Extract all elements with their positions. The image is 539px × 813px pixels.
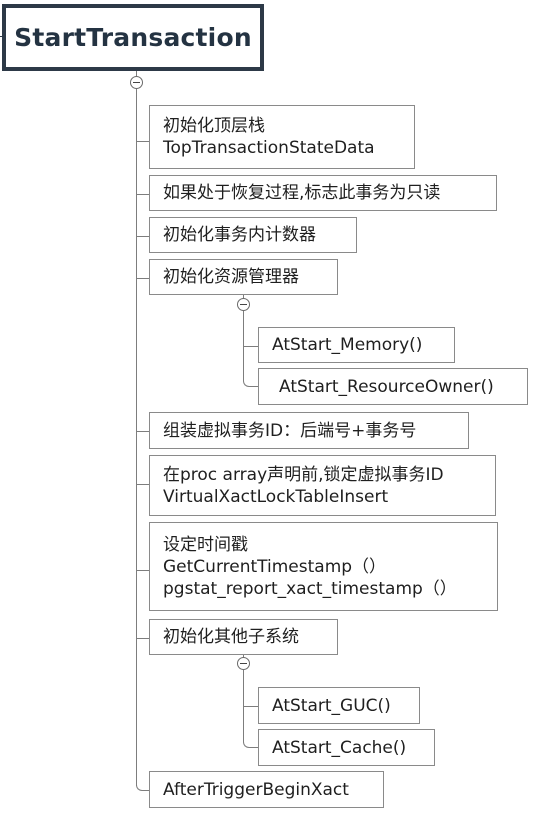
node-text: GetCurrentTimestamp（） [163,556,387,577]
sub-trunk-line [243,670,244,707]
node-text: 设定时间戳 [163,534,248,555]
node-init-resource-manager[interactable]: 初始化资源管理器 [149,259,338,295]
sub-trunk-line [243,295,244,299]
sub-branch-connector-last [243,732,258,748]
branch-connector [136,194,149,195]
root-node-start-transaction[interactable]: StartTransaction [2,4,264,71]
node-virtual-xid[interactable]: 组装虚拟事务ID：后端号+事务号 [149,412,469,449]
sub-trunk-line [243,334,244,373]
sub-branch-connector-last [243,371,258,387]
node-text: 初始化顶层栈 [163,116,265,136]
node-init-counter[interactable]: 初始化事务内计数器 [149,217,357,253]
sub-branch-connector [243,706,258,707]
node-set-timestamp[interactable]: 设定时间戳 GetCurrentTimestamp（） pgstat_repor… [149,522,498,611]
main-trunk-line [136,89,137,786]
node-text: 初始化其他子系统 [163,627,299,647]
node-atstart-cache[interactable]: AtStart_Cache() [258,729,435,766]
branch-connector [136,638,149,639]
sub-trunk-line [243,655,244,658]
branch-connector-last [136,774,149,791]
node-text: pgstat_report_xact_timestamp（） [163,578,457,599]
node-text: AtStart_Cache() [272,737,407,758]
node-text: AtStart_GUC() [272,695,391,716]
node-atstart-resource-owner[interactable]: AtStart_ResourceOwner() [258,368,528,405]
node-init-subsystems[interactable]: 初始化其他子系统 [149,619,338,655]
node-text: AtStart_Memory() [272,335,423,355]
node-init-top-stack[interactable]: 初始化顶层栈 TopTransactionStateData [149,105,415,169]
node-atstart-guc[interactable]: AtStart_GUC() [258,687,420,724]
branch-connector [136,278,149,279]
node-after-trigger-begin-xact[interactable]: AfterTriggerBeginXact [149,771,384,808]
node-text: 初始化事务内计数器 [163,225,316,245]
collapse-minus-icon[interactable] [237,298,250,311]
collapse-minus-icon[interactable] [130,76,143,89]
branch-connector [136,236,149,237]
node-text: 组装虚拟事务ID：后端号+事务号 [163,420,417,441]
root-title: StartTransaction [14,23,252,52]
branch-connector [136,570,149,571]
branch-connector [136,484,149,485]
node-text: TopTransactionStateData [163,138,375,158]
node-text: AtStart_ResourceOwner() [279,376,494,397]
branch-connector [136,431,149,432]
sub-branch-connector [243,346,258,347]
sub-trunk-line [243,311,244,334]
node-atstart-memory[interactable]: AtStart_Memory() [258,327,455,363]
sub-trunk-line [243,706,244,736]
node-lock-virtual-xid[interactable]: 在proc array声明前,锁定虚拟事务ID VirtualXactLockT… [149,455,496,516]
node-text: 如果处于恢复过程,标志此事务为只读 [163,183,441,203]
node-text: AfterTriggerBeginXact [163,779,349,800]
node-text: VirtualXactLockTableInsert [163,486,389,507]
collapse-minus-icon[interactable] [237,657,250,670]
node-recovery-readonly[interactable]: 如果处于恢复过程,标志此事务为只读 [149,175,497,211]
branch-connector [136,141,149,142]
node-text: 初始化资源管理器 [163,267,299,287]
node-text: 在proc array声明前,锁定虚拟事务ID [163,464,444,485]
